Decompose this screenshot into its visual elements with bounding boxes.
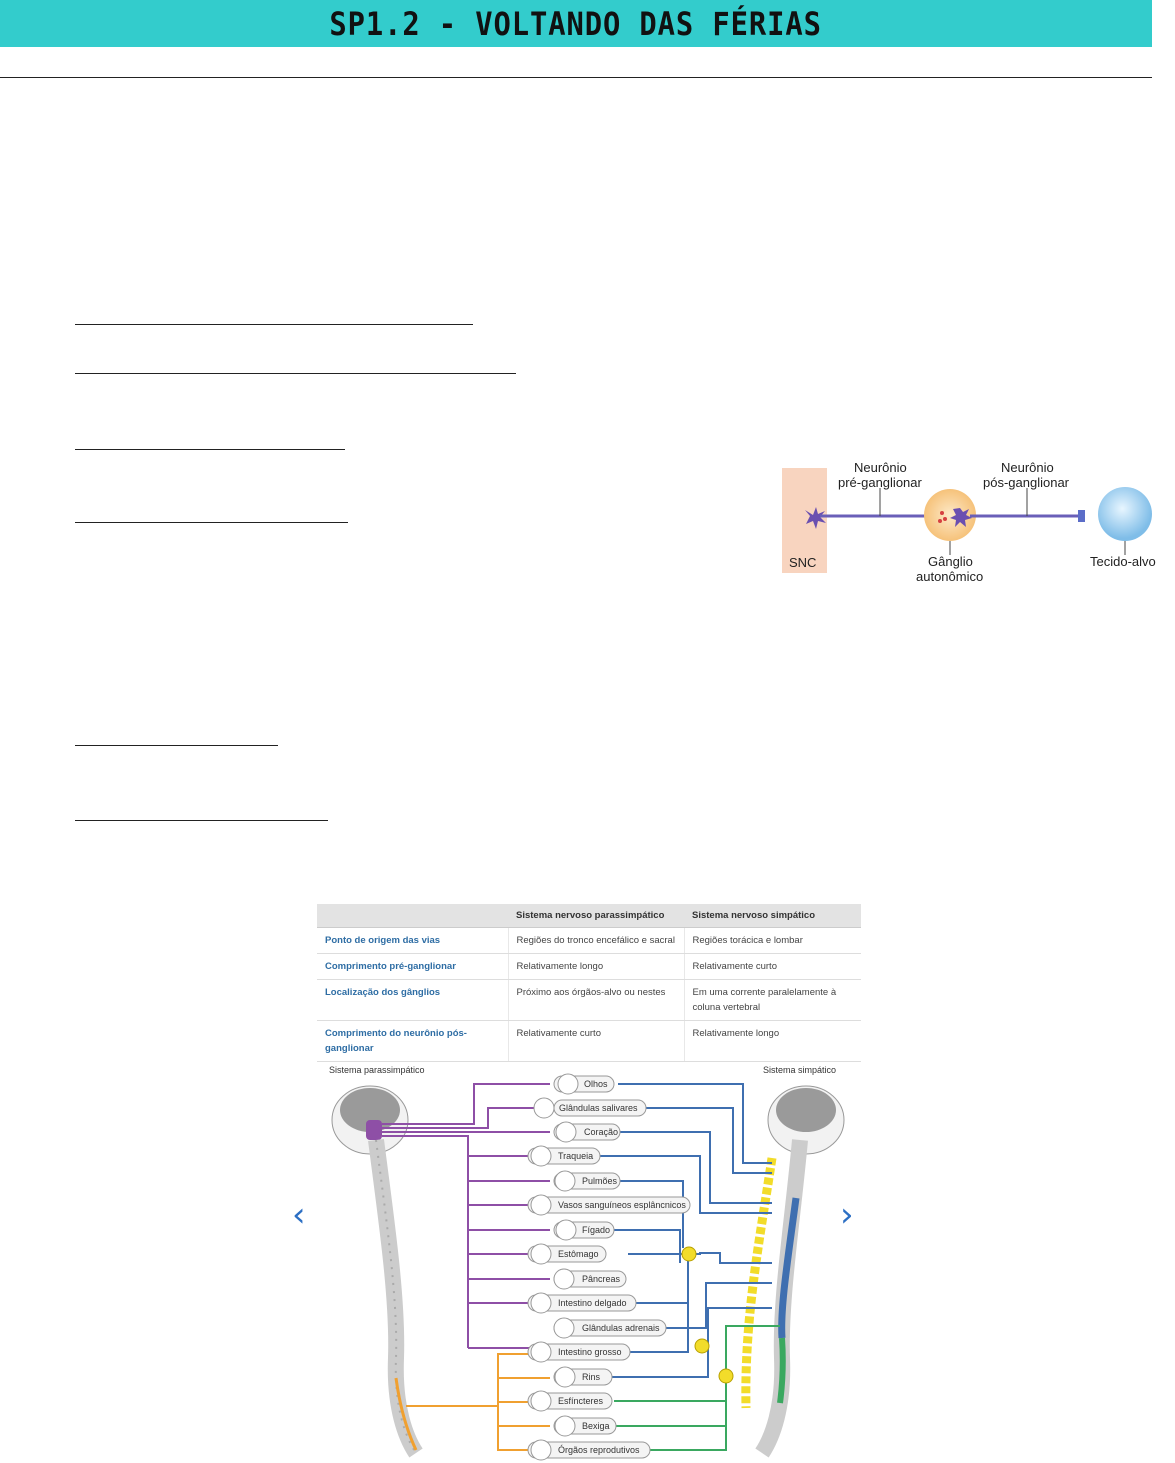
table-header-cell: Sistema nervoso simpático (684, 904, 861, 928)
svg-text:Estômago: Estômago (558, 1249, 599, 1259)
ganglion-label-line-2: autonômico (916, 569, 983, 584)
ganglion-circle (924, 489, 976, 541)
pre-label-line-1: Neurônio (854, 460, 907, 475)
table-row: Localização dos gânglios Próximo aos órg… (317, 979, 861, 1021)
table-row: Ponto de origem das vias Regiões do tron… (317, 927, 861, 954)
svg-text:Rins: Rins (582, 1372, 601, 1382)
table-header-cell (317, 904, 508, 928)
row-label: Comprimento pré-ganglionar (317, 953, 508, 980)
svg-text:Olhos: Olhos (584, 1079, 608, 1089)
blank-line-2 (75, 373, 516, 374)
target-label: Tecido-alvo (1090, 554, 1156, 569)
organ-label: Olhos (553, 1073, 615, 1095)
organ-label: Traqueia (527, 1145, 601, 1167)
organ-labels: Olhos Glândulas salivares Coração Traque… (527, 1073, 691, 1461)
organ-label: Estômago (527, 1243, 607, 1265)
blank-line-5 (75, 745, 278, 746)
title-banner: SP1.2 - VOLTANDO DAS FÉRIAS (0, 0, 1152, 47)
title-divider (0, 77, 1152, 78)
page-title: SP1.2 - VOLTANDO DAS FÉRIAS (329, 4, 823, 43)
table-cell: Relativamente curto (507, 1020, 684, 1062)
row-label: Comprimento do neurônio pós-ganglionar (317, 1020, 508, 1062)
blank-line-4 (75, 522, 348, 523)
organ-label: Pulmões (553, 1170, 621, 1192)
right-skeleton (741, 1085, 845, 1458)
autonomic-nervous-system-figure: Sistema parassimpático Sistema simpático (329, 1065, 845, 1461)
organ-label: Glândulas adrenais (553, 1317, 667, 1339)
organ-label: Bexiga (553, 1415, 617, 1437)
superior-mesenteric-ganglion (694, 1338, 710, 1354)
comparison-table: Sistema nervoso parassimpático Sistema n… (317, 904, 861, 1062)
svg-text:Coração: Coração (584, 1127, 618, 1137)
table-header-row: Sistema nervoso parassimpático Sistema n… (317, 904, 861, 928)
organ-label: Coração (553, 1121, 621, 1143)
table-header-cell: Sistema nervoso parassimpático (508, 904, 684, 928)
organ-label: Glândulas salivares (533, 1097, 647, 1119)
svg-text:Intestino grosso: Intestino grosso (558, 1347, 622, 1357)
organ-label: Pâncreas (553, 1268, 627, 1290)
blank-line-1 (75, 324, 473, 325)
ganglion-label-line-1: Gânglio (928, 554, 973, 569)
table-cell: Relativamente curto (683, 953, 861, 980)
organ-label: Vasos sanguíneos esplâncnicos (527, 1194, 691, 1216)
preganglionic-soma (805, 507, 826, 529)
svg-text:Intestino delgado: Intestino delgado (558, 1298, 627, 1308)
svg-text:Esfíncteres: Esfíncteres (558, 1396, 604, 1406)
organ-label: Intestino delgado (527, 1292, 637, 1314)
pre-label-line-2: pré-ganglionar (838, 475, 923, 490)
organ-label: Fígado (553, 1219, 615, 1241)
inferior-mesenteric-ganglion (718, 1368, 734, 1384)
table-row: Comprimento pré-ganglionar Relativamente… (317, 953, 861, 980)
table-cell: Relativamente longo (507, 953, 684, 980)
organ-label: Rins (553, 1366, 613, 1388)
parasympathetic-pathways (382, 1083, 550, 1349)
table-cell: Em uma corrente paralelamente à coluna v… (683, 979, 861, 1021)
postganglionic-soma (950, 508, 972, 527)
celiac-ganglion (681, 1246, 697, 1262)
svg-text:Pulmões: Pulmões (582, 1176, 618, 1186)
post-label-line-2: pós-ganglionar (983, 475, 1070, 490)
table-cell: Regiões torácica e lombar (683, 927, 861, 954)
cns-label: SNC (789, 555, 816, 570)
organ-label: Intestino grosso (527, 1341, 631, 1363)
svg-text:Pâncreas: Pâncreas (582, 1274, 621, 1284)
parasympathetic-title: Sistema parassimpático (329, 1065, 425, 1075)
autonomic-neuron-diagram: SNC Neurônio pré-ganglionar Neurônio pós… (782, 460, 1156, 584)
left-skeleton (331, 1085, 423, 1458)
next-arrow-icon[interactable]: › (840, 1195, 854, 1235)
blank-line-3 (75, 449, 345, 450)
previous-arrow-icon[interactable]: ‹ (292, 1195, 306, 1235)
organ-label: Órgãos reprodutivos (527, 1439, 651, 1461)
svg-text:Glândulas salivares: Glândulas salivares (559, 1103, 638, 1113)
table-cell: Regiões do tronco encefálico e sacral (507, 927, 684, 954)
target-tissue (1098, 487, 1152, 541)
svg-text:Fígado: Fígado (582, 1225, 610, 1235)
svg-text:Vasos sanguíneos esplâncnicos: Vasos sanguíneos esplâncnicos (558, 1200, 686, 1210)
blank-line-6 (75, 820, 328, 821)
lumbar-pathways (606, 1325, 780, 1451)
sympathetic-title: Sistema simpático (763, 1065, 836, 1075)
svg-text:Glândulas adrenais: Glândulas adrenais (582, 1323, 660, 1333)
svg-text:Órgãos reprodutivos: Órgãos reprodutivos (558, 1445, 640, 1455)
svg-text:Traqueia: Traqueia (558, 1151, 593, 1161)
row-label: Ponto de origem das vias (317, 927, 508, 954)
post-label-line-1: Neurônio (1001, 460, 1054, 475)
svg-text:Bexiga: Bexiga (582, 1421, 610, 1431)
table-cell: Relativamente longo (683, 1020, 861, 1062)
row-label: Localização dos gânglios (317, 979, 508, 1021)
organ-label: Esfíncteres (527, 1390, 613, 1412)
table-row: Comprimento do neurônio pós-ganglionar R… (317, 1020, 861, 1062)
table-cell: Próximo aos órgãos-alvo ou nestes (507, 979, 684, 1021)
